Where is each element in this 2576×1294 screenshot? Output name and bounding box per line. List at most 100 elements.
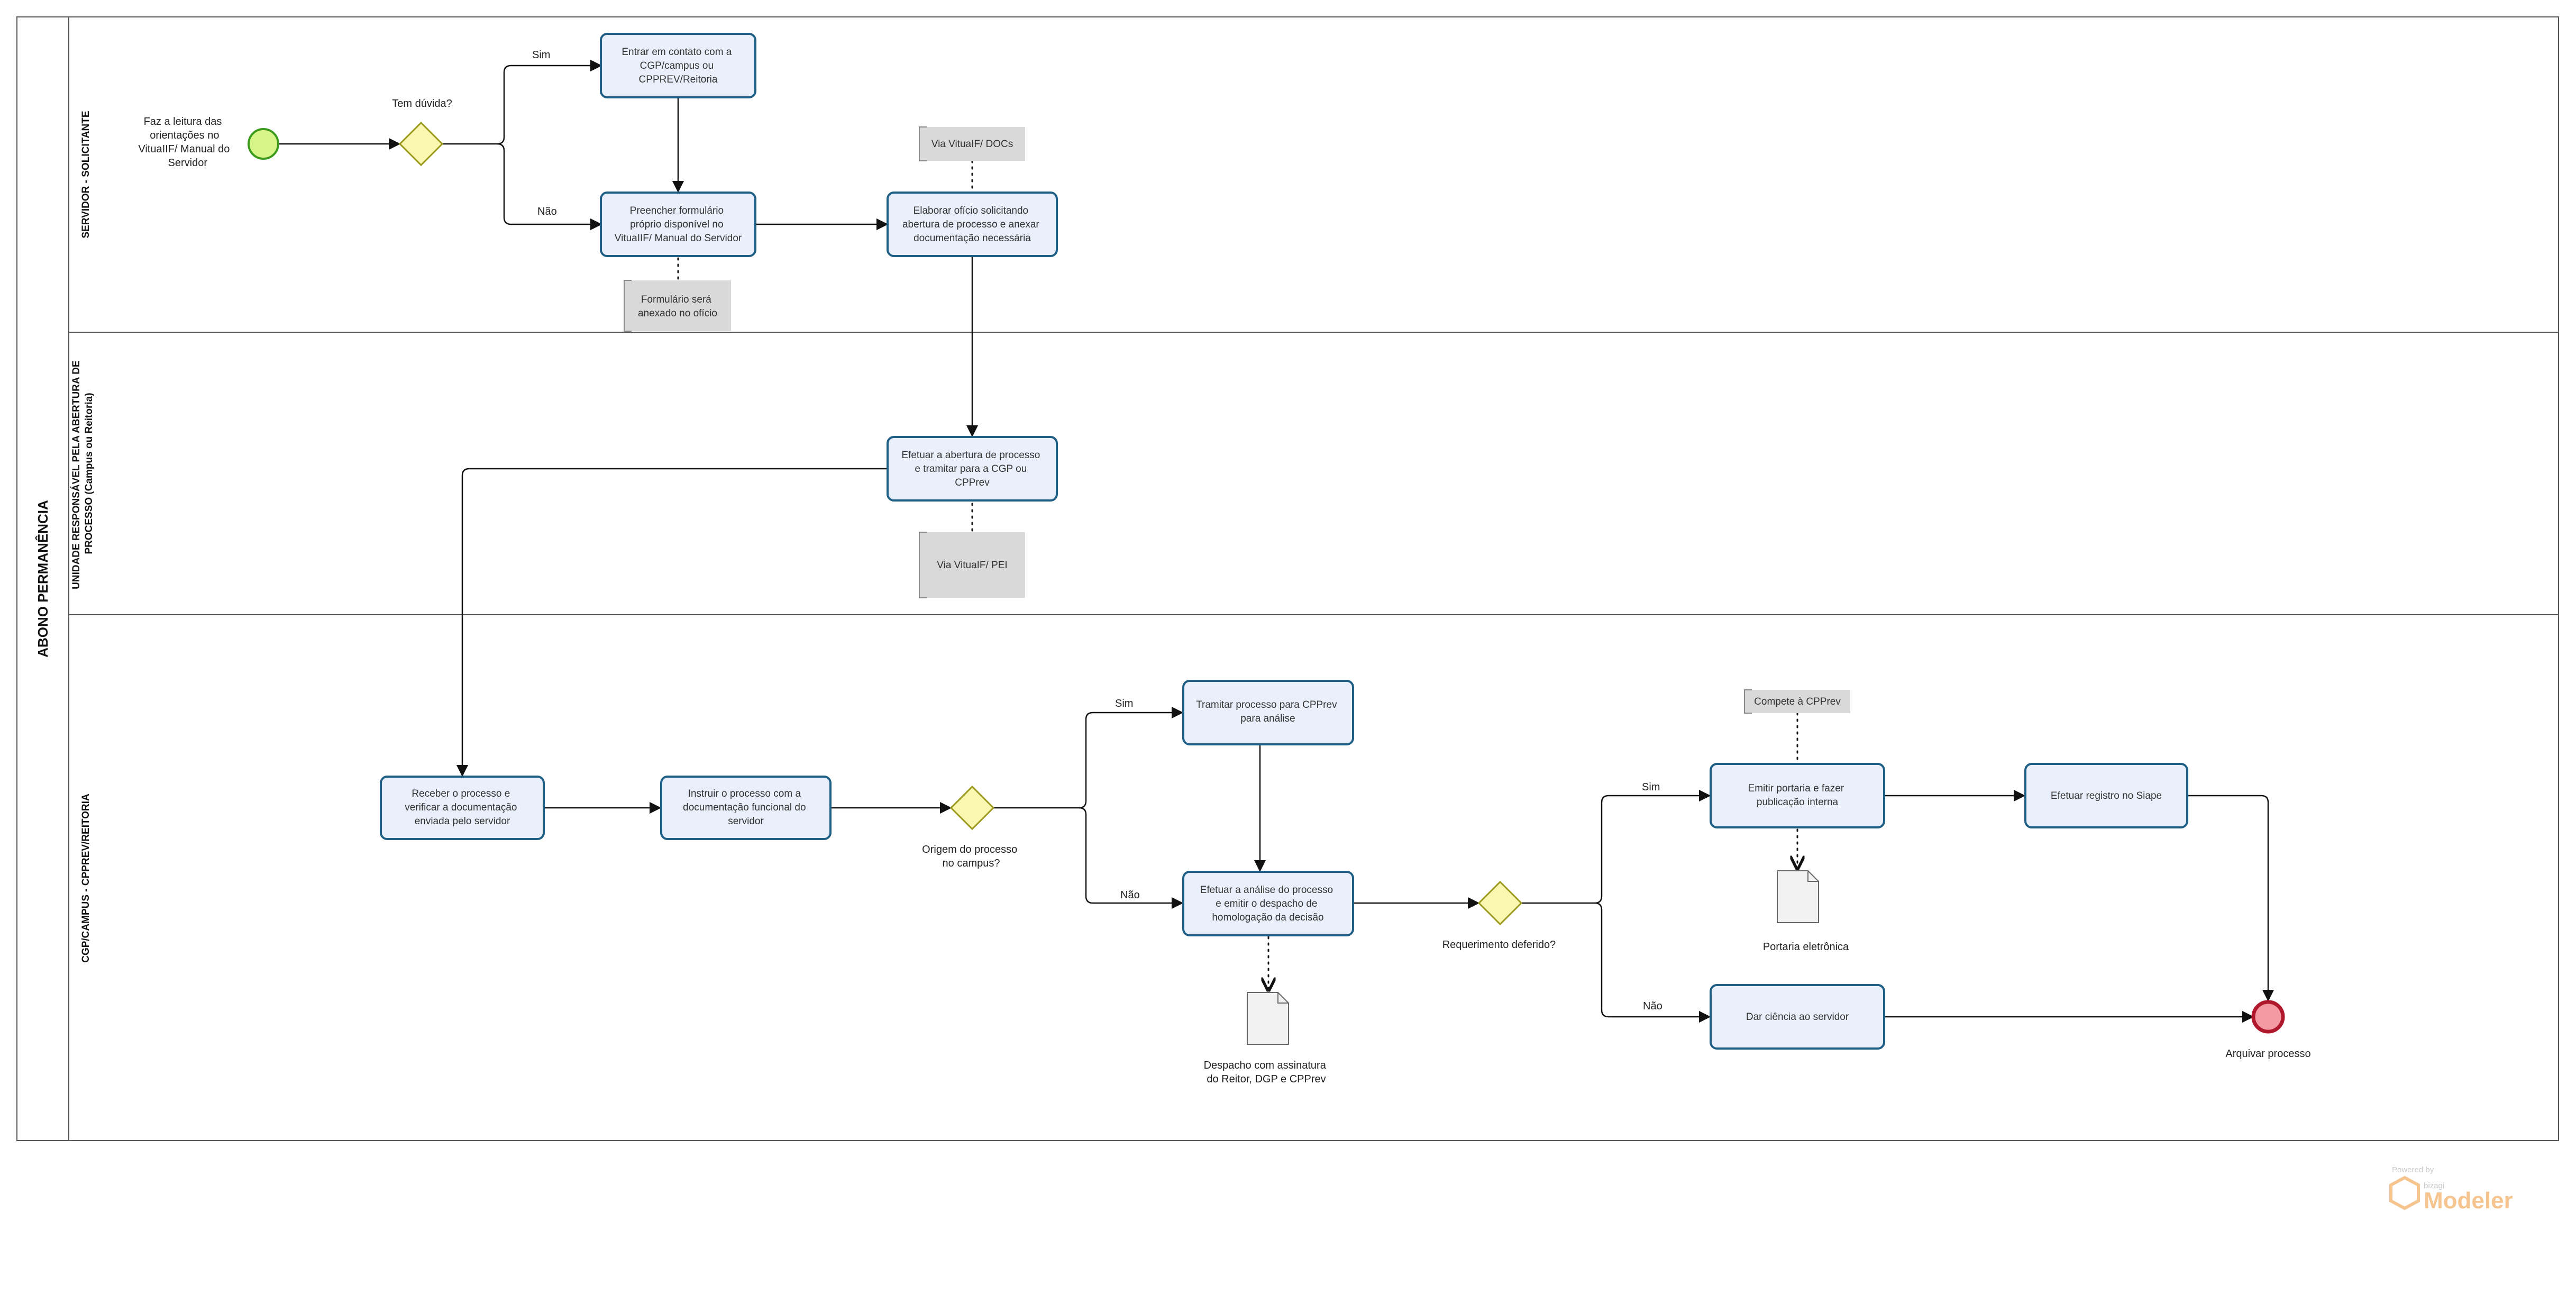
task-label-line: verificar a documentação (405, 802, 517, 813)
gateway-tem-duvida[interactable] (398, 121, 444, 167)
task-box[interactable] (600, 33, 756, 98)
annotation-line: Via VituaIF/ PEI (937, 560, 1007, 571)
task-box[interactable] (887, 436, 1058, 502)
annotation-bracket (624, 280, 632, 332)
task-label-line: VituaIIF/ Manual do Servidor (615, 233, 742, 244)
task-elaborar-oficio[interactable]: Elaborar ofício solicitando abertura de … (887, 192, 1058, 257)
gateway-deferido-label: Requerimento deferido? (1442, 939, 1556, 951)
task-label: Emitir portaria e fazer publicação inter… (1748, 783, 1847, 808)
task-preencher-formulario[interactable]: Preencher formulário próprio disponível … (600, 192, 756, 257)
lane-title-unidade: UNIDADE RESPONSÁVEL PELA ABERTURA DE PRO… (70, 358, 95, 589)
annotation-text: Via VituaIF/ PEI (937, 560, 1007, 571)
gw-label-line: Requerimento deferido? (1442, 939, 1556, 951)
task-box[interactable] (2024, 763, 2188, 828)
watermark-modeler: Modeler (2424, 1188, 2513, 1214)
annotation-line: Via VituaIF/ DOCs (931, 139, 1013, 150)
lane-title-cgp: CGP/CAMPUS - CPPREV/REITORIA (80, 794, 92, 963)
gateway-deferido[interactable] (1477, 880, 1523, 926)
task-label-line: Tramitar processo para CPPrev (1196, 699, 1337, 710)
watermark-bizagi: bizagi (2424, 1181, 2444, 1190)
task-box[interactable] (1710, 763, 1885, 828)
annotation-text: Formulário será anexado no ofício (638, 294, 717, 319)
start-event[interactable] (248, 128, 279, 160)
task-efetuar-analise[interactable]: Efetuar a análise do processo e emitir o… (1182, 871, 1354, 936)
task-label: Efetuar a abertura de processo e tramita… (901, 450, 1043, 488)
task-efetuar-abertura[interactable]: Efetuar a abertura de processo e tramita… (887, 436, 1058, 502)
lane-title-line: UNIDADE RESPONSÁVEL PELA ABERTURA DE (70, 360, 82, 589)
task-label-line: enviada pelo servidor (415, 816, 510, 827)
flow-label-nao: Não (1120, 889, 1140, 901)
annotation-via-docs: Via VituaIF/ DOCs (919, 126, 1025, 161)
document-portaria[interactable]: Portaria eletrônica (1763, 870, 1849, 953)
end-event[interactable] (2251, 1000, 2285, 1034)
flow-abertura-to-receber[interactable] (456, 468, 887, 777)
task-box[interactable] (600, 192, 756, 257)
annotation-text: Compete à CPPrev (1754, 696, 1841, 707)
end-label-line: Arquivar processo (2225, 1048, 2310, 1060)
task-label-line: Preencher formulário (630, 205, 724, 216)
task-box[interactable] (660, 776, 832, 840)
task-registro-siape[interactable]: Efetuar registro no Siape (2024, 763, 2188, 828)
annotation-box (624, 280, 731, 331)
task-box[interactable] (1182, 871, 1354, 936)
task-receber-processo[interactable]: Receber o processo e verificar a documen… (380, 776, 545, 840)
document-despacho[interactable]: Despacho com assinatura do Reitor, DGP e… (1204, 992, 1329, 1085)
document-label-line: Portaria eletrônica (1763, 941, 1849, 953)
task-box[interactable] (1710, 984, 1885, 1050)
annotation-bracket (919, 126, 927, 161)
task-label: Dar ciência ao servidor (1746, 1011, 1849, 1023)
task-label: Elaborar ofício solicitando abertura de … (902, 205, 1042, 244)
task-label-line: e emitir o despacho de (1216, 898, 1317, 909)
flow-gw-origem-to-tramitar[interactable] (993, 706, 1184, 809)
gw-label-line: no campus? (943, 858, 1000, 869)
document-icon (1777, 870, 1819, 923)
task-label-line: e tramitar para a CGP ou (915, 463, 1027, 475)
flow-gw-origem-to-analise[interactable] (1079, 807, 1184, 909)
task-label-line: Receber o processo e (412, 788, 510, 799)
task-tramitar-processo[interactable]: Tramitar processo para CPPrev para análi… (1182, 680, 1354, 745)
document-label-line: Despacho com assinatura (1204, 1060, 1327, 1071)
gateway-origem[interactable] (949, 785, 995, 831)
flow-siape-to-end[interactable] (2187, 795, 2274, 1002)
annotation-via-pei: Via VituaIF/ PEI (919, 532, 1025, 598)
annotation-line: anexado no ofício (638, 308, 717, 319)
document-label: Portaria eletrônica (1763, 941, 1849, 953)
annotation-compete: Compete à CPPrev (1744, 689, 1850, 714)
task-label-line: Efetuar a análise do processo (1200, 885, 1333, 896)
task-emitir-portaria[interactable]: Emitir portaria e fazer publicação inter… (1710, 763, 1885, 828)
lane-title-servidor: SERVIDOR - SOLICITANTE (80, 111, 92, 238)
task-label: Preencher formulário próprio disponível … (615, 205, 742, 244)
start-label-line: Faz a leitura das (144, 116, 222, 127)
task-box[interactable] (887, 192, 1058, 257)
flow-gw-deferido-to-ciencia[interactable] (1594, 902, 1711, 1023)
flow-gw-duvida-to-contato[interactable] (442, 59, 602, 145)
task-instruir-processo[interactable]: Instruir o processo com a documentação f… (660, 776, 832, 840)
task-label-line: documentação funcional do (683, 802, 806, 813)
flow-gw-duvida-to-formulario[interactable] (497, 143, 602, 231)
annotation-box (919, 127, 1025, 161)
task-label-line: próprio disponível no (630, 219, 723, 230)
flow-label-nao: Não (537, 206, 557, 217)
start-event-label: Faz a leitura das orientações no VituaII… (138, 116, 233, 169)
annotation-bracket (919, 532, 927, 598)
task-dar-ciencia[interactable]: Dar ciência ao servidor (1710, 984, 1885, 1050)
watermark-powered-by: Powered by (2392, 1165, 2434, 1174)
task-entrar-contato[interactable]: Entrar em contato com a CGP/campus ou CP… (600, 33, 756, 98)
document-icon (1247, 992, 1289, 1045)
start-label-line: orientações no (150, 130, 219, 141)
task-box[interactable] (1182, 680, 1354, 745)
flow-gw-deferido-to-portaria[interactable] (1522, 789, 1711, 904)
task-label: Entrar em contato com a CGP/campus ou CP… (622, 47, 734, 85)
task-label-line: para análise (1240, 713, 1295, 724)
document-label-line: do Reitor, DGP e CPPrev (1207, 1073, 1326, 1085)
document-fold (1807, 871, 1819, 882)
annotation-box (919, 532, 1025, 598)
task-label-line: Emitir portaria e fazer (1748, 783, 1844, 794)
document-fold (1277, 992, 1289, 1004)
modeler-logo-icon (2389, 1175, 2420, 1210)
task-label-line: Elaborar ofício solicitando (914, 205, 1029, 216)
lane-title-line: SERVIDOR - SOLICITANTE (80, 111, 92, 238)
document-label: Despacho com assinatura do Reitor, DGP e… (1204, 1060, 1329, 1085)
task-box[interactable] (380, 776, 545, 840)
